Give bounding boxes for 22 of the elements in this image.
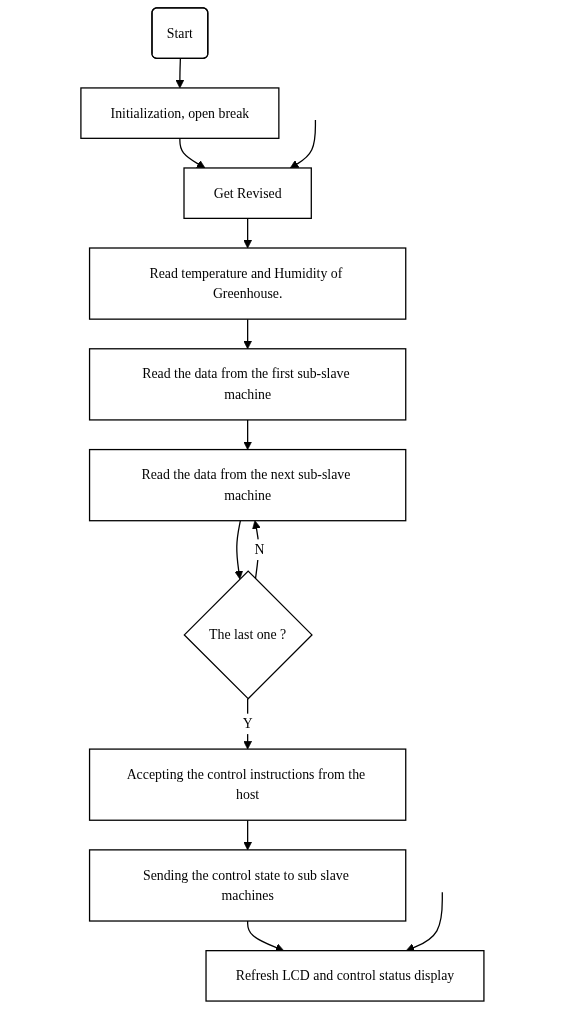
arrow bbox=[179, 137, 206, 169]
arrow bbox=[290, 119, 317, 169]
node-diamond: The last one ? bbox=[183, 570, 313, 700]
arrow bbox=[252, 520, 261, 580]
arrow bbox=[247, 920, 285, 952]
arrow bbox=[405, 891, 443, 952]
arrow bbox=[243, 217, 253, 249]
node-box: Accepting the control instructions from the host bbox=[89, 748, 407, 821]
arrow bbox=[243, 819, 253, 851]
edge-label: Y bbox=[242, 716, 253, 732]
node-box: Read the data from the first sub-slave machine bbox=[89, 348, 407, 421]
node-box: Sending the control state to sub slave machines bbox=[89, 849, 407, 922]
node-box: Read the data from the next sub-slave machine bbox=[89, 448, 407, 522]
node-box: Refresh LCD and control status display bbox=[205, 950, 485, 1002]
arrow bbox=[243, 419, 253, 450]
node-box: Initialization, open break bbox=[80, 87, 280, 139]
node-box: Get Revised bbox=[183, 167, 312, 219]
node-box: Read temperature and Humidity of Greenhouse. bbox=[89, 247, 407, 320]
arrow bbox=[234, 520, 244, 580]
arrow bbox=[175, 58, 185, 89]
arrow bbox=[243, 318, 253, 350]
edge-label: N bbox=[254, 542, 265, 558]
